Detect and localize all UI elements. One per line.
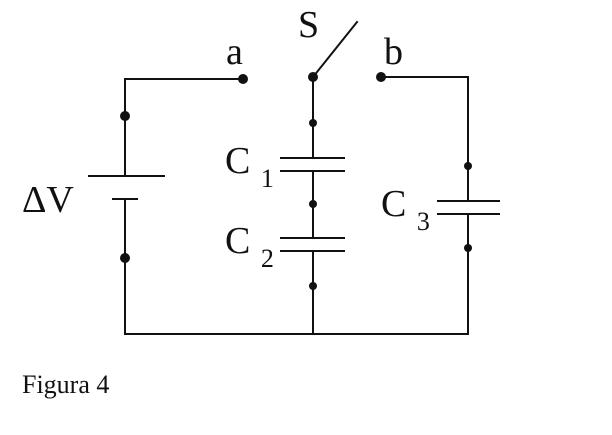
right-branch (380, 76, 500, 335)
node-mid-1 (309, 119, 317, 127)
c1-label-main: C (225, 140, 250, 182)
node-battery-top (120, 111, 130, 121)
figure-caption: Figura 4 (22, 370, 109, 399)
c1-label: C 1 (225, 140, 274, 193)
node-mid-3 (309, 282, 317, 290)
c2-label: C 2 (225, 220, 274, 273)
terminal-a-dot (238, 74, 248, 84)
battery-branch (88, 78, 244, 335)
node-right-2 (464, 244, 472, 252)
c1-label-sub: 1 (261, 164, 274, 193)
wire-top-right (380, 76, 469, 202)
wire-top-left (124, 78, 244, 177)
c3-label-main: C (381, 183, 406, 225)
terminal-a-label: a (226, 31, 243, 73)
c2-label-sub: 2 (261, 244, 274, 273)
middle-branch (280, 76, 345, 335)
switch-label: S (298, 4, 319, 46)
node-right-1 (464, 162, 472, 170)
c2-label-main: C (225, 220, 250, 262)
switch-lever (311, 20, 359, 79)
c3-label: C 3 (381, 183, 430, 236)
node-battery-bottom (120, 253, 130, 263)
c3-label-sub: 3 (417, 207, 430, 236)
node-mid-2 (309, 200, 317, 208)
voltage-label: ΔV (22, 179, 74, 221)
terminal-b-label: b (384, 31, 403, 73)
